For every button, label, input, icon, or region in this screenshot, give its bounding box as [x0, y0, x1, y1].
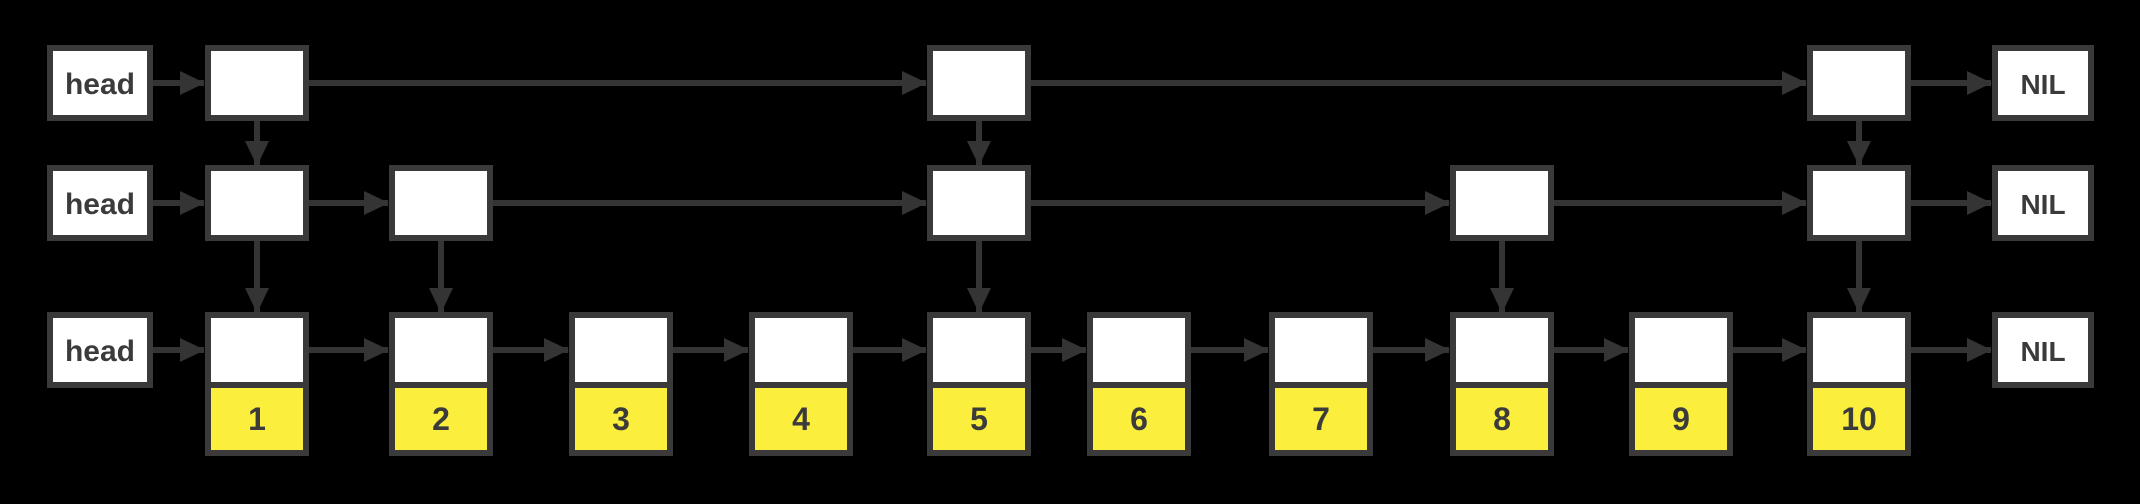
pointer-node	[1450, 312, 1554, 388]
value-cell	[927, 382, 1031, 456]
pointer-node	[927, 312, 1031, 388]
value-cell	[1629, 382, 1733, 456]
value-cell	[569, 382, 673, 456]
head-label: head	[65, 188, 135, 221]
nil-box	[1992, 45, 2094, 121]
pointer-node	[1629, 312, 1733, 388]
nil-label: NIL	[2020, 69, 2065, 100]
value-label: 6	[1130, 401, 1148, 437]
nil-box	[1992, 165, 2094, 241]
value-label: 7	[1312, 401, 1330, 437]
pointer-node	[1807, 312, 1911, 388]
pointer-node	[205, 165, 309, 241]
nil-label: NIL	[2020, 189, 2065, 220]
value-cell	[1450, 382, 1554, 456]
pointer-node	[749, 312, 853, 388]
nil-label: NIL	[2020, 336, 2065, 367]
value-cell	[389, 382, 493, 456]
pointer-node	[1450, 165, 1554, 241]
pointer-node	[205, 312, 309, 388]
pointer-node	[389, 165, 493, 241]
nil-box	[1992, 312, 2094, 388]
head-box	[47, 165, 153, 241]
value-label: 8	[1493, 401, 1511, 437]
pointer-node	[1807, 45, 1911, 121]
value-label: 3	[612, 401, 630, 437]
pointer-node	[927, 165, 1031, 241]
value-cell	[1269, 382, 1373, 456]
pointer-node	[389, 312, 493, 388]
pointer-node	[1269, 312, 1373, 388]
pointer-node	[1807, 165, 1911, 241]
value-cell	[749, 382, 853, 456]
head-box	[47, 45, 153, 121]
value-label: 5	[970, 401, 988, 437]
pointer-node	[927, 45, 1031, 121]
edges-layer	[150, 71, 1992, 362]
value-label: 2	[432, 401, 450, 437]
value-cell	[1807, 382, 1911, 456]
pointer-node	[1087, 312, 1191, 388]
value-label: 1	[248, 401, 266, 437]
head-label: head	[65, 68, 135, 101]
value-label: 9	[1672, 401, 1690, 437]
value-cell	[205, 382, 309, 456]
pointer-node	[569, 312, 673, 388]
value-label: 10	[1841, 401, 1877, 437]
value-label: 4	[792, 401, 810, 437]
value-cell	[1087, 382, 1191, 456]
head-label: head	[65, 335, 135, 368]
head-box	[47, 312, 153, 388]
pointer-node	[205, 45, 309, 121]
